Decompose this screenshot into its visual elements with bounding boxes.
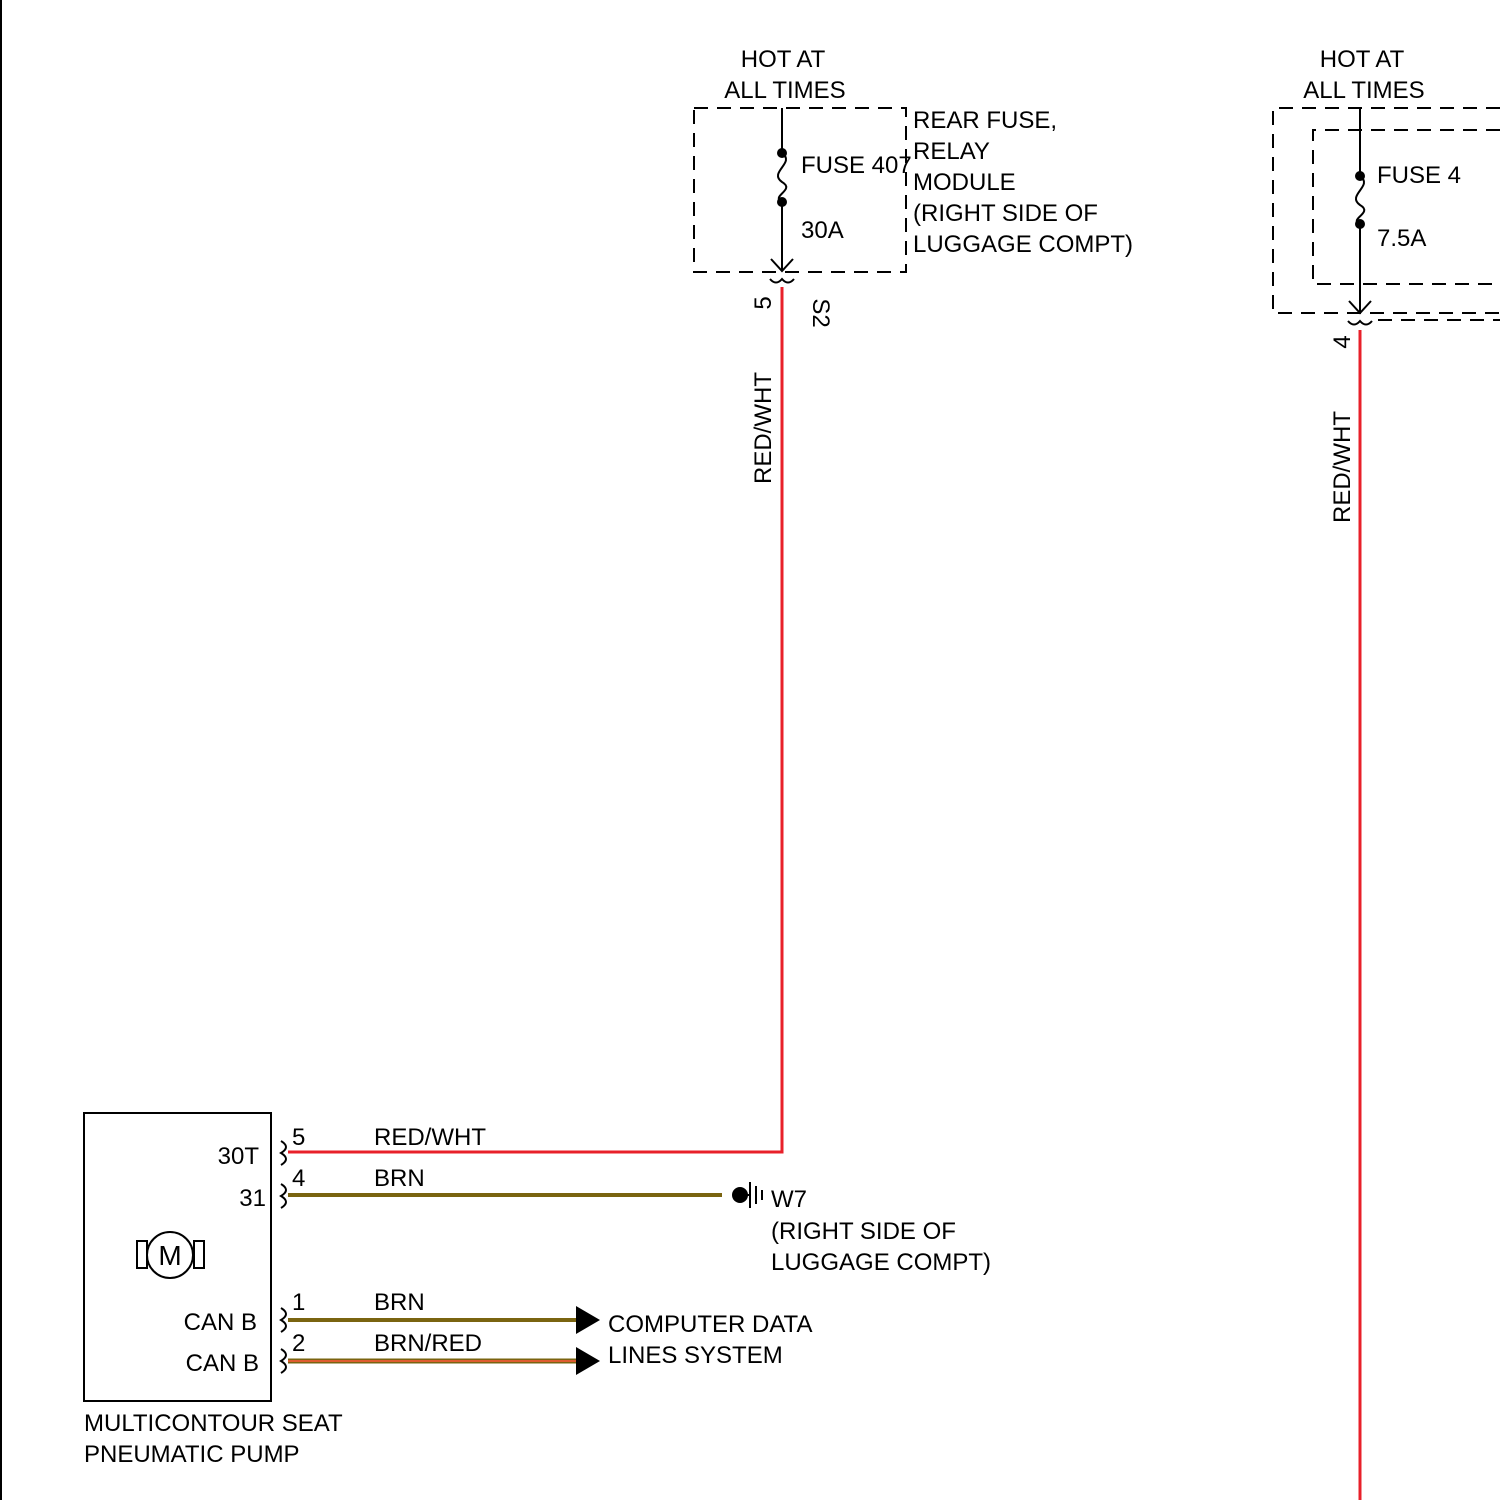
pin-connector-icon [281,1308,286,1332]
pin-number: 1 [292,1289,305,1316]
fuse-4-group: HOT AT ALL TIMES FUSE 4 7.5A 4 RED/WHT [1273,46,1500,1500]
pump-group: M 30T 31 CAN B CAN B 5 4 1 2 RED/WHT BRN… [84,1113,486,1468]
fuse-b-connector-icon [1348,321,1372,325]
module-line-5: LUGGAGE COMPT) [913,231,1133,258]
module-line-1: REAR FUSE, [913,107,1057,134]
pump-name-line1: MULTICONTOUR SEAT [84,1410,343,1437]
data-lines-line2: LINES SYSTEM [608,1342,783,1369]
connector-s2-label: S2 [807,298,834,327]
pin-number: 2 [292,1330,305,1357]
pin-number: 5 [292,1124,305,1151]
fuse-4-icon [1356,176,1364,224]
wire-label: RED/WHT [374,1124,486,1151]
fuse-b-outer-box [1273,108,1500,313]
terminal-canb-2-label: CAN B [186,1350,259,1377]
fuse-b-hot-line1: HOT AT [1320,46,1405,73]
fuse-407-group: HOT AT ALL TIMES FUSE 407 30A REAR FUSE,… [288,46,1133,1152]
fuse-b-name: FUSE 4 [1377,162,1461,189]
can-bus-group: COMPUTER DATA LINES SYSTEM [288,1306,812,1375]
arrow-right-icon [576,1347,600,1375]
ground-location-line2: LUGGAGE COMPT) [771,1249,991,1276]
ground-group: W7 (RIGHT SIDE OF LUGGAGE COMPT) [288,1182,991,1276]
motor-letter: M [158,1240,181,1271]
fuse-b-inner-box [1313,130,1500,284]
fuse-b-pin: 4 [1329,335,1356,348]
wire-label: BRN [374,1165,425,1192]
motor-icon: M [137,1232,204,1278]
fuse-a-hot-line1: HOT AT [741,46,826,73]
data-lines-line1: COMPUTER DATA [608,1311,812,1338]
pin-connector-icon [281,1184,286,1208]
fuse-b-hot-line2: ALL TIMES [1303,77,1424,104]
wire-red-wht-30t [288,287,782,1152]
terminal-canb-1-label: CAN B [184,1309,257,1336]
ground-id: W7 [771,1186,807,1213]
module-line-2: RELAY [913,138,990,165]
fuse-a-hot-line2: ALL TIMES [724,77,845,104]
fuse-b-rating: 7.5A [1377,225,1426,252]
connector-s2-icon [770,279,794,283]
terminal-31-label: 31 [239,1185,266,1212]
pin-connector-icon [281,1349,286,1373]
terminal-30t-label: 30T [218,1143,260,1170]
fuse-a-wire-label: RED/WHT [750,372,777,484]
pump-name-line2: PNEUMATIC PUMP [84,1441,300,1468]
wire-label: BRN/RED [374,1330,482,1357]
fuse-a-name: FUSE 407 [801,152,912,179]
fuse-407-icon [778,153,786,202]
fuse-b-wire-label: RED/WHT [1329,411,1356,523]
fuse-a-rating: 30A [801,217,844,244]
arrow-right-icon [576,1306,600,1334]
pin-number: 4 [292,1165,305,1192]
ground-location-line1: (RIGHT SIDE OF [771,1218,956,1245]
module-line-3: MODULE [913,169,1016,196]
wire-label: BRN [374,1289,425,1316]
pin-connector-icon [281,1141,286,1165]
rear-fuse-module-box [694,108,906,272]
module-line-4: (RIGHT SIDE OF [913,200,1098,227]
fuse-a-pin: 5 [750,296,777,309]
